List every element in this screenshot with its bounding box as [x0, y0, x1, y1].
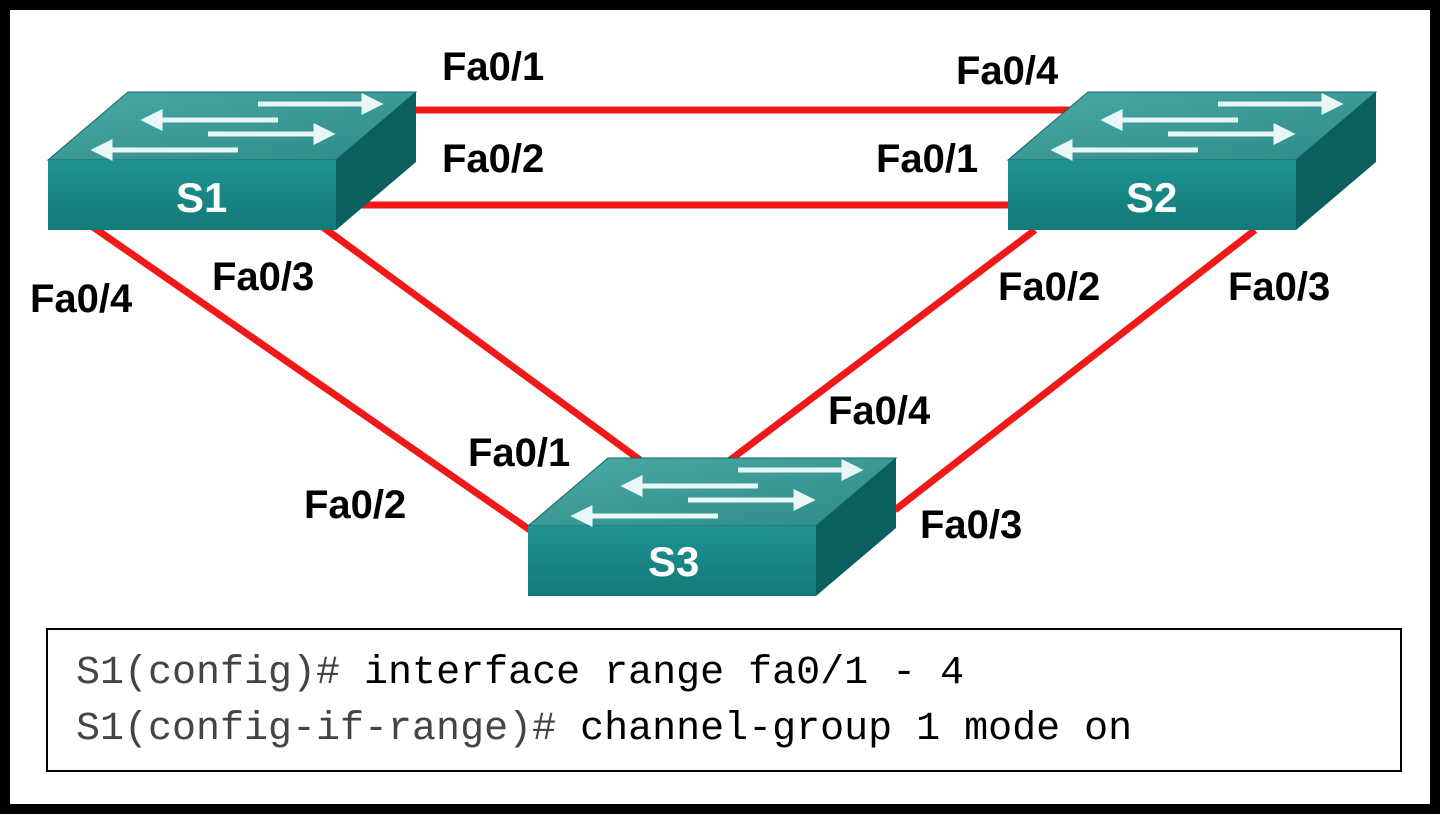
switch-label-s2: S2 — [1126, 174, 1177, 221]
cli-prompt: S1(config-if-range)# — [76, 707, 557, 752]
port-label-s3-fa0-2: Fa0/2 — [304, 483, 406, 527]
cli-command: channel-group 1 mode on — [556, 707, 1133, 752]
links — [88, 106, 1258, 533]
switch-arrows-icon — [570, 458, 864, 528]
port-label-s2-fa0-2: Fa0/2 — [998, 265, 1100, 309]
port-label-s1-fa0-3: Fa0/3 — [212, 255, 314, 299]
port-label-s3-fa0-3: Fa0/3 — [920, 503, 1022, 547]
link-s1-fa0-4-to-s3-fa0-2 — [88, 222, 532, 533]
cli-line-2: S1(config-if-range)# channel-group 1 mod… — [76, 702, 1400, 758]
switch-label-s1: S1 — [176, 174, 227, 221]
switch-label-s3: S3 — [648, 538, 699, 585]
switch-s3: S3 — [526, 457, 898, 596]
switch-s2: S2 — [1006, 91, 1378, 230]
port-label-s1-fa0-2: Fa0/2 — [442, 137, 544, 181]
switch-arrows-icon — [90, 92, 384, 162]
port-label-s2-fa0-4: Fa0/4 — [956, 49, 1059, 93]
port-label-s3-fa0-4: Fa0/4 — [828, 389, 931, 433]
cli-command: interface range fa0/1 - 4 — [340, 651, 965, 696]
port-label-s2-fa0-1: Fa0/1 — [876, 137, 978, 181]
cli-line-1: S1(config)# interface range fa0/1 - 4 — [76, 646, 1400, 702]
port-label-s3-fa0-1: Fa0/1 — [468, 431, 570, 475]
port-labels: Fa0/1 Fa0/4 Fa0/2 Fa0/1 Fa0/3 Fa0/1 Fa0/… — [30, 45, 1330, 547]
port-label-s1-fa0-1: Fa0/1 — [442, 45, 544, 89]
link-s2-fa0-3-to-s3-fa0-3 — [892, 227, 1258, 513]
link-s2-fa0-2-to-s3-fa0-4 — [727, 227, 1038, 463]
diagram-frame: S1 S2 S3 — [10, 10, 1430, 804]
switch-arrows-icon — [1050, 92, 1344, 162]
switch-s1: S1 — [46, 91, 418, 230]
link-s1-fa0-3-to-s3-fa0-1 — [317, 222, 643, 463]
port-label-s2-fa0-3: Fa0/3 — [1228, 265, 1330, 309]
network-topology: S1 S2 S3 — [30, 45, 1378, 596]
port-label-s1-fa0-4: Fa0/4 — [30, 277, 133, 321]
cli-box: S1(config)# interface range fa0/1 - 4 S1… — [46, 628, 1402, 772]
cli-prompt: S1(config)# — [76, 651, 341, 696]
